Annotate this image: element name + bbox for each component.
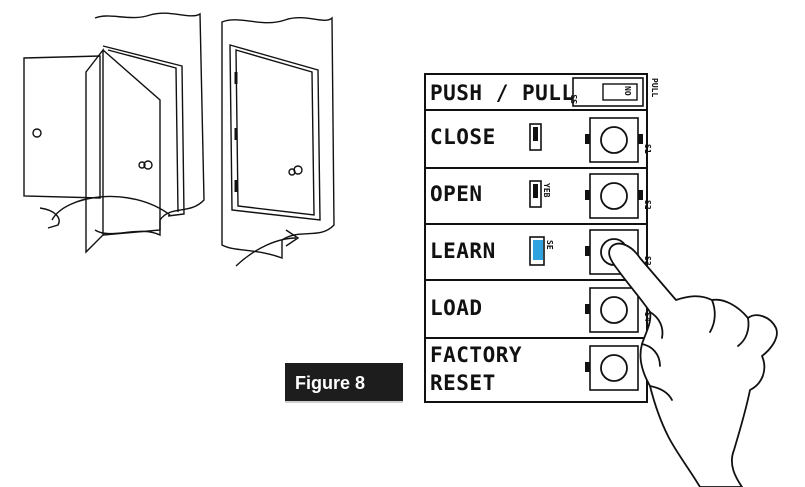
open-led-text: YEB — [542, 183, 551, 198]
reset-label: RESET — [430, 371, 496, 395]
close-led-icon — [529, 123, 542, 151]
hand-pointing-icon — [608, 242, 778, 487]
swinging-door-illustration — [23, 12, 205, 254]
close-button-circle-icon — [600, 126, 628, 154]
open-label: OPEN — [430, 182, 483, 206]
load-button[interactable] — [585, 287, 639, 333]
close-button[interactable] — [585, 117, 643, 163]
factory-reset-button[interactable] — [585, 345, 639, 391]
open-button[interactable] — [585, 173, 643, 219]
factory-reset-button-circle-icon — [600, 354, 628, 382]
learn-led-icon: SE — [529, 236, 554, 266]
open-led-icon: YEB — [529, 180, 551, 208]
push-pull-label: PUSH / PULL — [430, 81, 575, 105]
control-panel: PUSH / PULL NO PULL S3 CLOSE S1 OPEN YEB — [424, 73, 659, 403]
close-label: CLOSE — [430, 125, 496, 149]
learn-led-text: SE — [545, 240, 554, 250]
figure-label: Figure 8 — [285, 363, 403, 403]
open-tag: S2 — [643, 200, 652, 210]
load-button-circle-icon — [600, 296, 628, 324]
load-tag: S4 — [643, 312, 652, 322]
push-pull-side-label: PULL — [650, 78, 659, 97]
factory-label: FACTORY — [430, 343, 522, 367]
push-pull-switch-text: NO — [623, 86, 632, 96]
open-button-circle-icon — [600, 182, 628, 210]
push-pull-tiny-tag: S3 — [570, 94, 579, 104]
learn-label: LEARN — [430, 239, 496, 263]
load-label: LOAD — [430, 296, 483, 320]
close-tag: S1 — [643, 144, 652, 154]
learn-tag: S3 — [643, 256, 652, 266]
closed-door-illustration — [221, 16, 335, 267]
